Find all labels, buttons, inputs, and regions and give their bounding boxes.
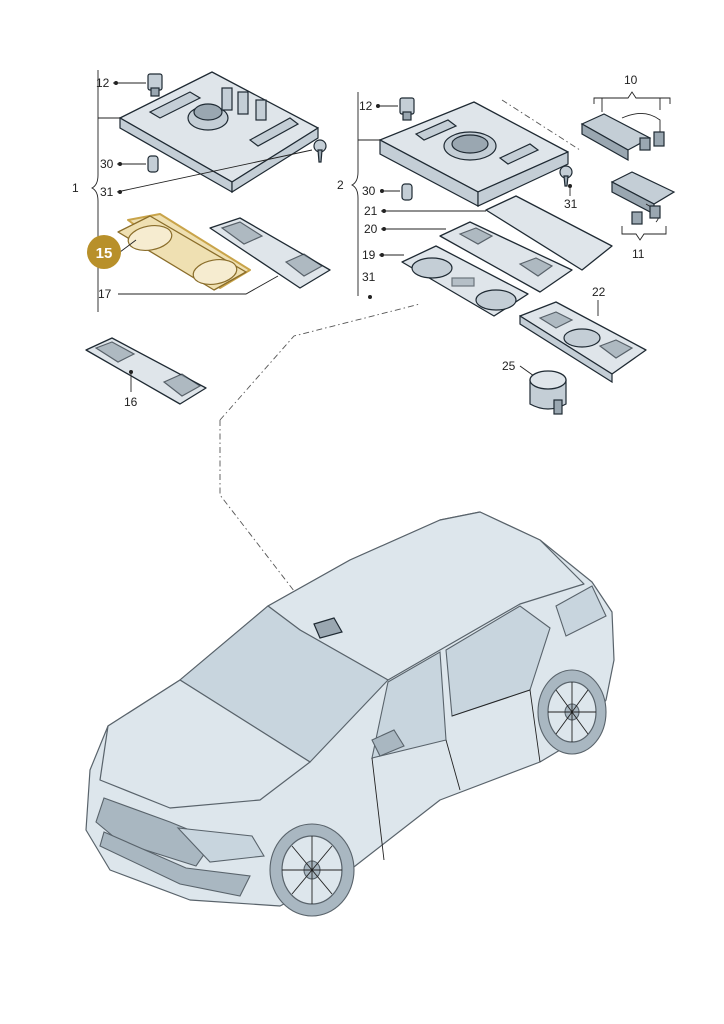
svg-text:15: 15: [96, 245, 113, 262]
bulb-30-left: [147, 155, 159, 173]
label-17: 17: [98, 287, 112, 301]
label-16: 16: [124, 395, 138, 409]
cover-panel-20: [439, 221, 573, 293]
brace-group-1: [90, 70, 99, 312]
label-12-left: 12: [96, 76, 110, 90]
lens-16: [85, 337, 207, 405]
rear-wheel: [537, 669, 607, 755]
roof-console-housing-left: [119, 71, 319, 194]
label-20: 20: [364, 222, 378, 236]
label-21: 21: [364, 204, 378, 218]
connector-10: [580, 113, 665, 162]
vehicle-illustration: [85, 511, 615, 917]
bulb-30-right: [401, 183, 413, 201]
label-25: 25: [502, 359, 516, 373]
label-19: 19: [362, 248, 376, 262]
cover-panel-21: [485, 195, 613, 271]
screw-31-right: [559, 165, 573, 187]
lens-frame-19: [401, 245, 529, 317]
label-10: 10: [624, 73, 638, 87]
label-30-right: 30: [362, 184, 376, 198]
front-wheel: [269, 823, 355, 917]
label-31-right-b: 31: [362, 270, 376, 284]
lens-22: [519, 301, 647, 384]
roof-console-location: [313, 617, 343, 639]
screw-31-left: [313, 139, 327, 163]
callout-15: 15: [87, 235, 121, 269]
connector-11: [610, 171, 676, 225]
label-2: 2: [337, 178, 344, 192]
label-30-left: 30: [100, 157, 114, 171]
label-11: 11: [632, 247, 645, 261]
lens-17: [209, 217, 331, 289]
gasket-15-highlighted: [117, 213, 251, 291]
brace-group-10: [593, 91, 671, 104]
clip-12-left: [147, 73, 163, 97]
brace-group-2: [350, 92, 359, 296]
brace-group-11: [621, 226, 667, 241]
sensor-25: [529, 370, 567, 415]
label-31-left-a: 31: [100, 185, 114, 199]
roof-console-housing-right: [379, 101, 569, 207]
label-22: 22: [592, 285, 606, 299]
label-1: 1: [72, 181, 79, 195]
clip-12-right: [399, 97, 415, 121]
label-12-right: 12: [359, 99, 373, 113]
label-31-right-a: 31: [564, 197, 578, 211]
dash-leader-right: [219, 303, 421, 421]
